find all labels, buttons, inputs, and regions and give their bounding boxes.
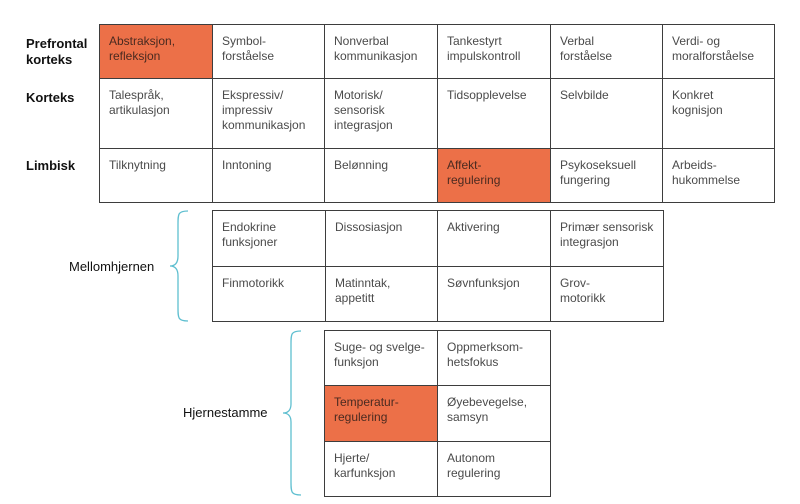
row-label-korteks: Korteks (26, 90, 75, 105)
cell-hjerte-karfunksjon: Hjerte/ karfunksjon (325, 442, 438, 497)
hjernestamme-grid: Suge- og svelge- funksjon Oppmerksom- he… (324, 330, 551, 497)
cell-inntoning: Inntoning (213, 149, 325, 203)
cell-dissosiasjon: Dissosiasjon (326, 211, 438, 267)
cell-oyebevegelse-samsyn: Øyebevegelse, samsyn (438, 386, 551, 442)
cell-autonom-regulering: Autonom regulering (438, 442, 551, 497)
cell-verbal-forstaelse: Verbal forståelse (551, 25, 663, 79)
cell-verdi-moralforstaelse: Verdi- og moralforståelse (663, 25, 775, 79)
cell-abstraksjon: Abstraksjon, refleksjon (100, 25, 213, 79)
top-grid: Abstraksjon, refleksjon Symbol- forståel… (99, 24, 775, 203)
cell-talesprak: Talespråk, artikulasjon (100, 79, 213, 149)
mellomhjernen-grid: Endokrine funksjoner Dissosiasjon Aktive… (212, 210, 664, 322)
row-label-limbisk: Limbisk (26, 158, 76, 173)
cell-selvbilde: Selvbilde (551, 79, 663, 149)
cell-nonverbal-kommunikasjon: Nonverbal kommunikasjon (325, 25, 438, 79)
cell-sovnfunksjon: Søvnfunksjon (438, 267, 551, 322)
group-label-hjernestamme: Hjernestamme (183, 405, 268, 420)
cell-tilknytning: Tilknytning (100, 149, 213, 203)
cell-aktivering: Aktivering (438, 211, 551, 267)
cell-ekspressiv-impressiv: Ekspressiv/ impressiv kommunikasjon (213, 79, 325, 149)
cell-motorisk-sensorisk: Motorisk/ sensorisk integrasjon (325, 79, 438, 149)
cell-symbolforstaelse: Symbol- forståelse (213, 25, 325, 79)
hjernestamme-brace (282, 330, 302, 496)
cell-matinntak-appetitt: Matinntak, appetitt (326, 267, 438, 322)
mellomhjernen-brace (169, 210, 189, 322)
group-label-mellomhjernen: Mellomhjernen (69, 259, 155, 274)
cell-konkret-kognisjon: Konkret kognisjon (663, 79, 775, 149)
cell-endokrine-funksjoner: Endokrine funksjoner (213, 211, 326, 267)
cell-tidsopplevelse: Tidsopplevelse (438, 79, 551, 149)
cell-oppmerksomhetsfokus: Oppmerksom- hetsfokus (438, 331, 551, 386)
cell-finmotorikk: Finmotorikk (213, 267, 326, 322)
row-label-prefrontal: Prefrontal korteks (26, 36, 88, 67)
cell-temperaturregulering: Temperatur- regulering (325, 386, 438, 442)
cell-suge-svelgefunksjon: Suge- og svelge- funksjon (325, 331, 438, 386)
cell-tankestyrt-impulskontroll: Tankestyrt impulskontroll (438, 25, 551, 79)
cell-affektregulering: Affekt- regulering (438, 149, 551, 203)
cell-primaer-sensorisk-integrasjon: Primær sensorisk integrasjon (551, 211, 664, 267)
cell-grovmotorikk: Grov- motorikk (551, 267, 664, 322)
cell-arbeidshukommelse: Arbeids- hukommelse (663, 149, 775, 203)
cell-belonning: Belønning (325, 149, 438, 203)
cell-psykoseksuell-fungering: Psykoseksuell fungering (551, 149, 663, 203)
